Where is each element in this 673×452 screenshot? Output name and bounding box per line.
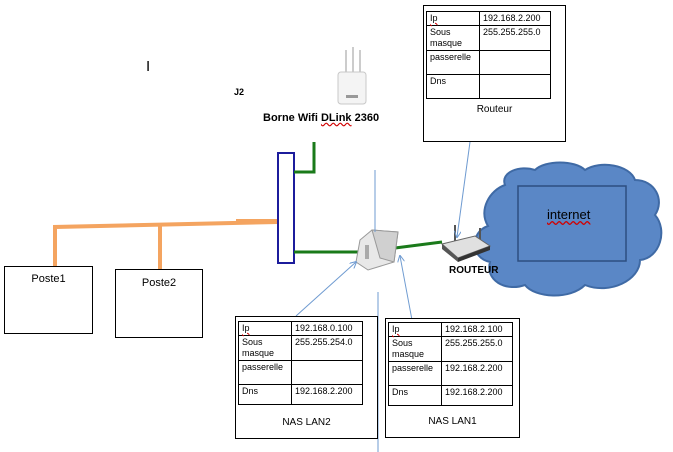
poste1-label: Poste1 <box>31 273 66 285</box>
wifi-label: Borne Wifi DLink 2360 <box>263 112 380 124</box>
cfg-label: Dns <box>388 385 442 406</box>
cfg-label: Ip <box>238 321 292 336</box>
cfg-value <box>479 74 551 99</box>
cfg-label: passerelle <box>426 50 480 75</box>
cfg-label: passerelle <box>388 361 442 386</box>
internet-box <box>517 185 627 262</box>
cfg-value: 192.168.2.200 <box>441 385 513 406</box>
cfg-value: 255.255.255.0 <box>479 25 551 51</box>
cfg-value: 192.168.2.200 <box>291 384 363 405</box>
cfg-value: 192.168.2.200 <box>441 361 513 386</box>
guide-lines <box>374 170 379 452</box>
cfg-value <box>479 50 551 75</box>
cfg-label: Dns <box>426 74 480 99</box>
wifi-access-point-icon <box>337 47 367 105</box>
cfg-label: passerelle <box>238 360 292 385</box>
nas-lan2-caption: NAS LAN2 <box>282 417 331 428</box>
cfg-label: Ip <box>426 11 480 26</box>
nas-lan1-caption: NAS LAN1 <box>428 416 477 427</box>
cfg-value: 192.168.2.100 <box>441 322 513 337</box>
router-icon <box>440 225 492 262</box>
cfg-label: Ip <box>388 322 442 337</box>
cfg-label: Dns <box>238 384 292 405</box>
poste2-label: Poste2 <box>141 277 177 289</box>
switch <box>277 152 295 264</box>
cfg-value: 255.255.255.0 <box>441 336 513 362</box>
cfg-label: Sous masque <box>426 25 480 51</box>
cfg-value: 255.255.254.0 <box>291 335 363 361</box>
nas-device-icon <box>355 229 399 271</box>
internet-label: internet <box>547 207 591 222</box>
annotation-arrows <box>295 141 471 321</box>
orange-cable <box>53 219 279 270</box>
poste2-box: Poste2 <box>115 269 203 338</box>
poste1-box: Poste1 <box>4 266 93 334</box>
text-cursor: I <box>146 58 151 75</box>
internet-cloud <box>473 161 663 297</box>
cfg-label: Sous masque <box>388 336 442 362</box>
cfg-value <box>291 360 363 385</box>
j2-label: J2 <box>234 87 245 97</box>
cfg-value: 192.168.0.100 <box>291 321 363 336</box>
cfg-label: Sous masque <box>238 335 292 361</box>
cfg-value: 192.168.2.200 <box>479 11 551 26</box>
router-config-caption: Routeur <box>476 104 513 115</box>
router-label: ROUTEUR <box>449 265 499 276</box>
green-cable <box>294 142 443 254</box>
